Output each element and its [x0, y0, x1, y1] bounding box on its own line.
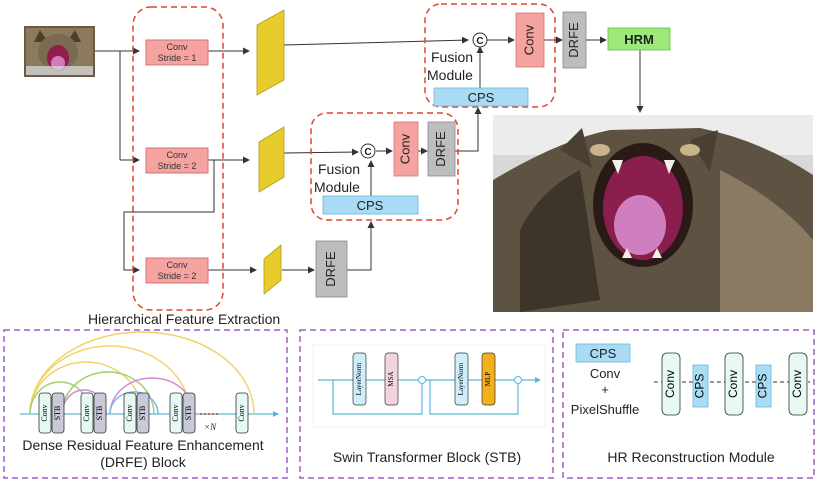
- svg-text:DRFE: DRFE: [433, 131, 448, 167]
- fusion-bottom-conv: Conv: [393, 121, 419, 177]
- svg-text:CPS: CPS: [357, 198, 384, 213]
- svg-text:STB: STB: [53, 406, 62, 421]
- conv-stride1-line1: Conv: [166, 42, 188, 52]
- hrm-legend-pixelshuffle: PixelShuffle: [571, 402, 639, 417]
- output-image: [493, 115, 813, 312]
- conv-stride2a-line2: Stride = 2: [158, 161, 197, 171]
- svg-text:Conv: Conv: [237, 404, 246, 421]
- stb-diagram: [312, 344, 546, 428]
- drfe-block-mid: DRFE: [427, 121, 456, 177]
- conv-stride2b-line2: Stride = 2: [158, 271, 197, 281]
- svg-text:CPS: CPS: [693, 374, 707, 399]
- conv-stride2-block-a: Conv Stride = 2: [145, 147, 209, 174]
- svg-text:STB: STB: [138, 406, 147, 421]
- input-image: [24, 26, 95, 77]
- hrm-legend-cps: CPS: [575, 343, 631, 363]
- drfe-unit-4: Conv STB: [169, 392, 196, 434]
- svg-text:DRFE: DRFE: [566, 22, 581, 58]
- hrm-block: HRM: [607, 27, 671, 51]
- svg-text:STB: STB: [95, 406, 104, 421]
- fusion-top-concat: C: [472, 32, 488, 48]
- svg-text:Conv: Conv: [40, 404, 49, 421]
- conv-stride1-block: Conv Stride = 1: [145, 39, 209, 66]
- hfe-region: [132, 6, 224, 311]
- stb-msa: MSA: [384, 352, 399, 406]
- svg-text:MLP: MLP: [484, 372, 492, 387]
- stb-panel-title: Swin Transformer Block (STB): [333, 449, 521, 465]
- drfe-block-top: DRFE: [562, 11, 587, 69]
- fusion-top-cps: CPS: [433, 87, 529, 107]
- conv-stride2a-line1: Conv: [166, 150, 188, 160]
- drfe-unit-3: Conv STB: [123, 392, 150, 434]
- fusion-bottom-cps: CPS: [322, 195, 419, 215]
- svg-text:C: C: [364, 147, 371, 158]
- hrm-conv-3: Conv: [788, 352, 808, 416]
- drfe-unit-2: Conv STB: [80, 392, 107, 434]
- svg-text:Conv: Conv: [726, 370, 740, 398]
- svg-text:HRM: HRM: [624, 32, 654, 47]
- hrm-cps-1: CPS: [692, 364, 709, 408]
- hrm-panel-title: HR Reconstruction Module: [607, 449, 775, 465]
- svg-text:Conv: Conv: [663, 370, 677, 398]
- fusion-bottom-concat: C: [360, 143, 376, 159]
- stb-layernorm-1: LayerNorm: [352, 352, 367, 406]
- svg-text:Conv: Conv: [790, 370, 804, 398]
- feature-map-small: [263, 244, 282, 295]
- svg-text:Conv: Conv: [125, 404, 134, 421]
- fusion-top-label-2: Module: [427, 67, 473, 83]
- svg-text:STB: STB: [184, 406, 193, 421]
- fusion-bottom-label-1: Fusion: [318, 161, 360, 177]
- conv-stride2-block-b: Conv Stride = 2: [145, 257, 209, 284]
- fusion-top-label-1: Fusion: [431, 49, 473, 65]
- hrm-legend-conv: Conv: [590, 366, 621, 381]
- hrm-panel: [562, 329, 815, 479]
- svg-text:CPS: CPS: [756, 374, 770, 399]
- drfe-panel-title-1: Dense Residual Feature Enhancement: [22, 437, 263, 453]
- fusion-bottom-label-2: Module: [314, 179, 360, 195]
- svg-text:Conv: Conv: [521, 24, 536, 55]
- drfe-final-conv: Conv: [235, 392, 249, 434]
- svg-text:CPS: CPS: [468, 90, 495, 105]
- drfe-repeat-marker: ×N: [200, 413, 220, 432]
- svg-text:Conv: Conv: [82, 404, 91, 421]
- feature-map-medium: [258, 126, 285, 193]
- drfe-panel: [3, 329, 288, 479]
- hrm-conv-1: Conv: [661, 352, 681, 416]
- conv-stride2b-line1: Conv: [166, 260, 188, 270]
- svg-text:×N: ×N: [204, 422, 217, 432]
- stb-mlp: MLP: [481, 352, 496, 406]
- feature-map-large: [256, 9, 285, 96]
- drfe-panel-title-2: (DRFE) Block: [100, 454, 187, 470]
- hrm-legend-plus: +: [601, 382, 609, 397]
- drfe-unit-1: Conv STB: [38, 392, 65, 434]
- connector-lines: [95, 36, 644, 274]
- drfe-low-label: DRFE: [323, 251, 338, 287]
- conv-stride1-line2: Stride = 1: [158, 53, 197, 63]
- svg-text:MSA: MSA: [387, 371, 395, 386]
- hrm-conv-2: Conv: [724, 352, 744, 416]
- svg-text:C: C: [476, 36, 483, 47]
- hrm-cps-2: CPS: [755, 364, 772, 408]
- svg-text:CPS: CPS: [590, 346, 617, 361]
- svg-text:Conv: Conv: [171, 404, 180, 421]
- svg-text:LayerNorm: LayerNorm: [355, 362, 363, 395]
- svg-text:Conv: Conv: [397, 133, 412, 164]
- svg-text:LayerNorm: LayerNorm: [457, 362, 465, 395]
- stb-layernorm-2: LayerNorm: [454, 352, 469, 406]
- fusion-top-conv: Conv: [515, 12, 545, 68]
- drfe-block-low: DRFE: [315, 240, 348, 298]
- hfe-label: Hierarchical Feature Extraction: [88, 311, 280, 327]
